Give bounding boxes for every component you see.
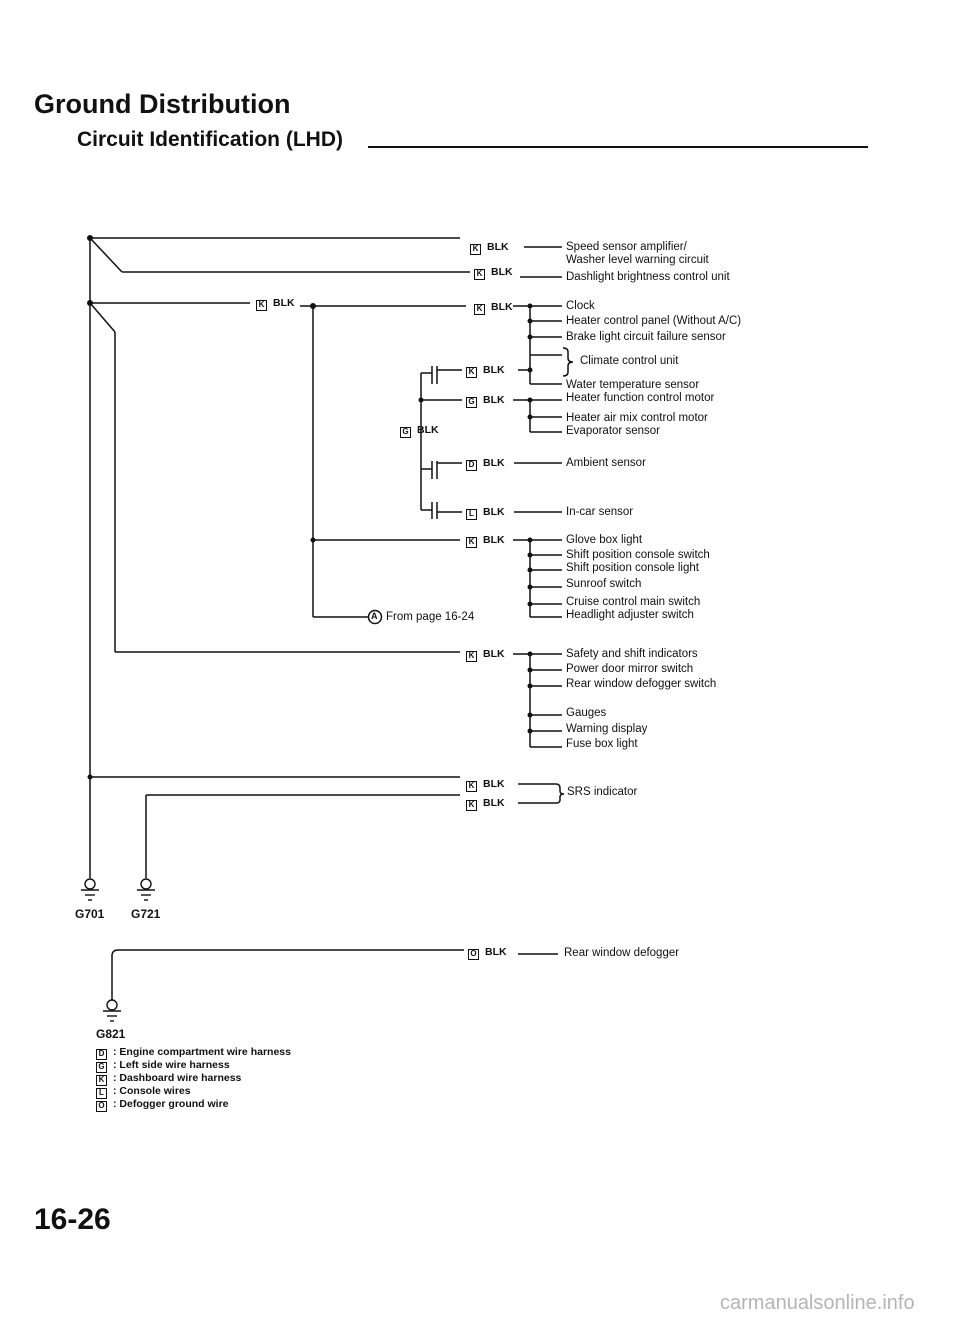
- component-label: Glove box light: [566, 534, 643, 546]
- component-label: Heater function control motor: [566, 392, 715, 404]
- legend-item: G: Left side wire harness: [96, 1059, 291, 1073]
- component-label: Speed sensor amplifier/: [566, 241, 687, 253]
- component-label: Brake light circuit failure sensor: [566, 331, 726, 343]
- component-label: Ambient sensor: [566, 457, 646, 469]
- from-page-label: From page 16-24: [386, 611, 475, 623]
- component-label: Gauges: [566, 707, 607, 719]
- component-label: Rear window defogger switch: [566, 678, 717, 690]
- component-label: Evaporator sensor: [566, 425, 660, 437]
- component-label: SRS indicator: [567, 786, 638, 798]
- legend-item: K: Dashboard wire harness: [96, 1072, 291, 1086]
- component-label: Safety and shift indicators: [566, 648, 698, 660]
- component-label: Water temperature sensor: [566, 379, 700, 391]
- component-label: Shift position console light: [566, 562, 699, 574]
- component-label: Cruise control main switch: [566, 596, 701, 608]
- component-label: Climate control unit: [580, 355, 679, 367]
- legend-item: D: Engine compartment wire harness: [96, 1046, 291, 1060]
- component-label: Warning display: [566, 723, 648, 735]
- component-label: Heater air mix control motor: [566, 412, 708, 424]
- component-label: Fuse box light: [566, 738, 638, 750]
- connector-letter: A: [371, 611, 378, 621]
- ground-label: G701: [75, 907, 105, 921]
- ground-label: G721: [131, 907, 161, 921]
- page-title: Ground Distribution: [34, 89, 291, 119]
- page-number: 16-26: [34, 1203, 111, 1236]
- component-label: Shift position console switch: [566, 549, 710, 561]
- component-label: Sunroof switch: [566, 578, 642, 590]
- component-label: Headlight adjuster switch: [566, 609, 694, 621]
- ground-label: G821: [96, 1027, 126, 1041]
- legend-item: L: Console wires: [96, 1085, 291, 1099]
- legend: D: Engine compartment wire harness G: Le…: [96, 1046, 291, 1112]
- component-label: Heater control panel (Without A/C): [566, 315, 742, 327]
- legend-item: O: Defogger ground wire: [96, 1098, 291, 1112]
- component-label: Rear window defogger: [564, 947, 680, 959]
- watermark: carmanualsonline.info: [720, 1292, 915, 1314]
- component-label: Clock: [566, 300, 595, 312]
- component-label: Power door mirror switch: [566, 663, 694, 675]
- component-label: Dashlight brightness control unit: [566, 271, 730, 283]
- page-subtitle: Circuit Identification (LHD): [77, 128, 343, 151]
- component-label: In-car sensor: [566, 506, 634, 518]
- component-label: Washer level warning circuit: [566, 254, 709, 266]
